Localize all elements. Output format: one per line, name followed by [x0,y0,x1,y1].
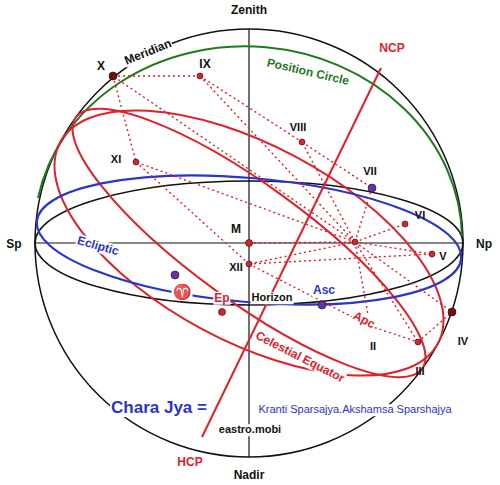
house-line [136,162,249,264]
house-line [249,242,355,264]
house-line [200,76,355,242]
house-line [355,242,452,312]
house-line [136,162,355,242]
diagram-label: Ep [213,292,230,305]
diagram-label: Horizon [251,292,294,304]
diagram-label: Nadir [233,469,266,482]
diagram-label: Meridian [122,37,174,68]
house-line [302,142,355,242]
house-line [418,312,452,342]
point-dot [246,240,253,247]
diagram-label: X [96,60,106,73]
house-line [249,254,432,264]
diagram-label: IX [198,58,211,71]
diagram-label: Sp [5,238,22,251]
point-dot [246,261,252,267]
house-construction-lines [113,76,452,342]
diagram-label: VII [362,166,377,178]
house-line [355,242,432,254]
house-line [113,75,200,76]
diagram-label: XI [110,154,122,166]
diagram-label: NCP [378,42,405,55]
diagram-label: Kranti Sparsajya.Akshamsa Sparshajya [257,404,452,416]
point-dot [415,339,421,345]
celestial-equator [42,70,456,415]
polar-axis [202,68,381,437]
diagram-label: Zenith [230,4,268,17]
point-dot [219,309,226,316]
diagram-label: VIII [289,122,308,134]
ecliptic-circle [31,160,466,321]
diagram-label: ♈ [172,284,193,300]
house-line [355,188,372,242]
house-line [370,326,418,342]
house-line [355,224,405,242]
diagram-label: XII [228,262,243,274]
horizon-circle [35,181,463,305]
diagram-label: II [369,341,377,353]
diagram-label: M [230,223,242,236]
meridian-circle [35,29,463,457]
diagram-label: HCP [176,456,203,469]
point-dot [429,251,435,257]
diagram-label: Np [475,238,493,251]
diagram-label: III [414,366,425,378]
diagram-label: VI [414,210,426,222]
house-line [249,242,355,243]
point-dot [368,184,376,192]
point-dot [109,72,117,80]
house-line [113,76,355,242]
point-dot [133,159,139,165]
diagram-label: V [438,251,447,263]
diagram-label: Asc [312,284,336,297]
point-dot [171,271,179,279]
house-line [200,76,302,142]
diagram-label: Ecliptic [75,234,121,258]
point-dot [448,308,456,316]
point-dot [402,221,408,227]
red-great-circle [14,56,484,430]
point-dot [299,139,305,145]
point-dot [318,301,326,309]
point-dot [197,73,203,79]
diagram-label: Apc [350,309,378,332]
diagram-label: eastro.mobi [218,424,282,436]
point-dot [352,239,358,245]
house-line [113,76,136,162]
diagram-label: IV [457,336,469,348]
house-line [302,142,372,188]
diagram-label: Chara Jya = [110,399,208,417]
diagram-label: Position Circle [265,56,352,88]
